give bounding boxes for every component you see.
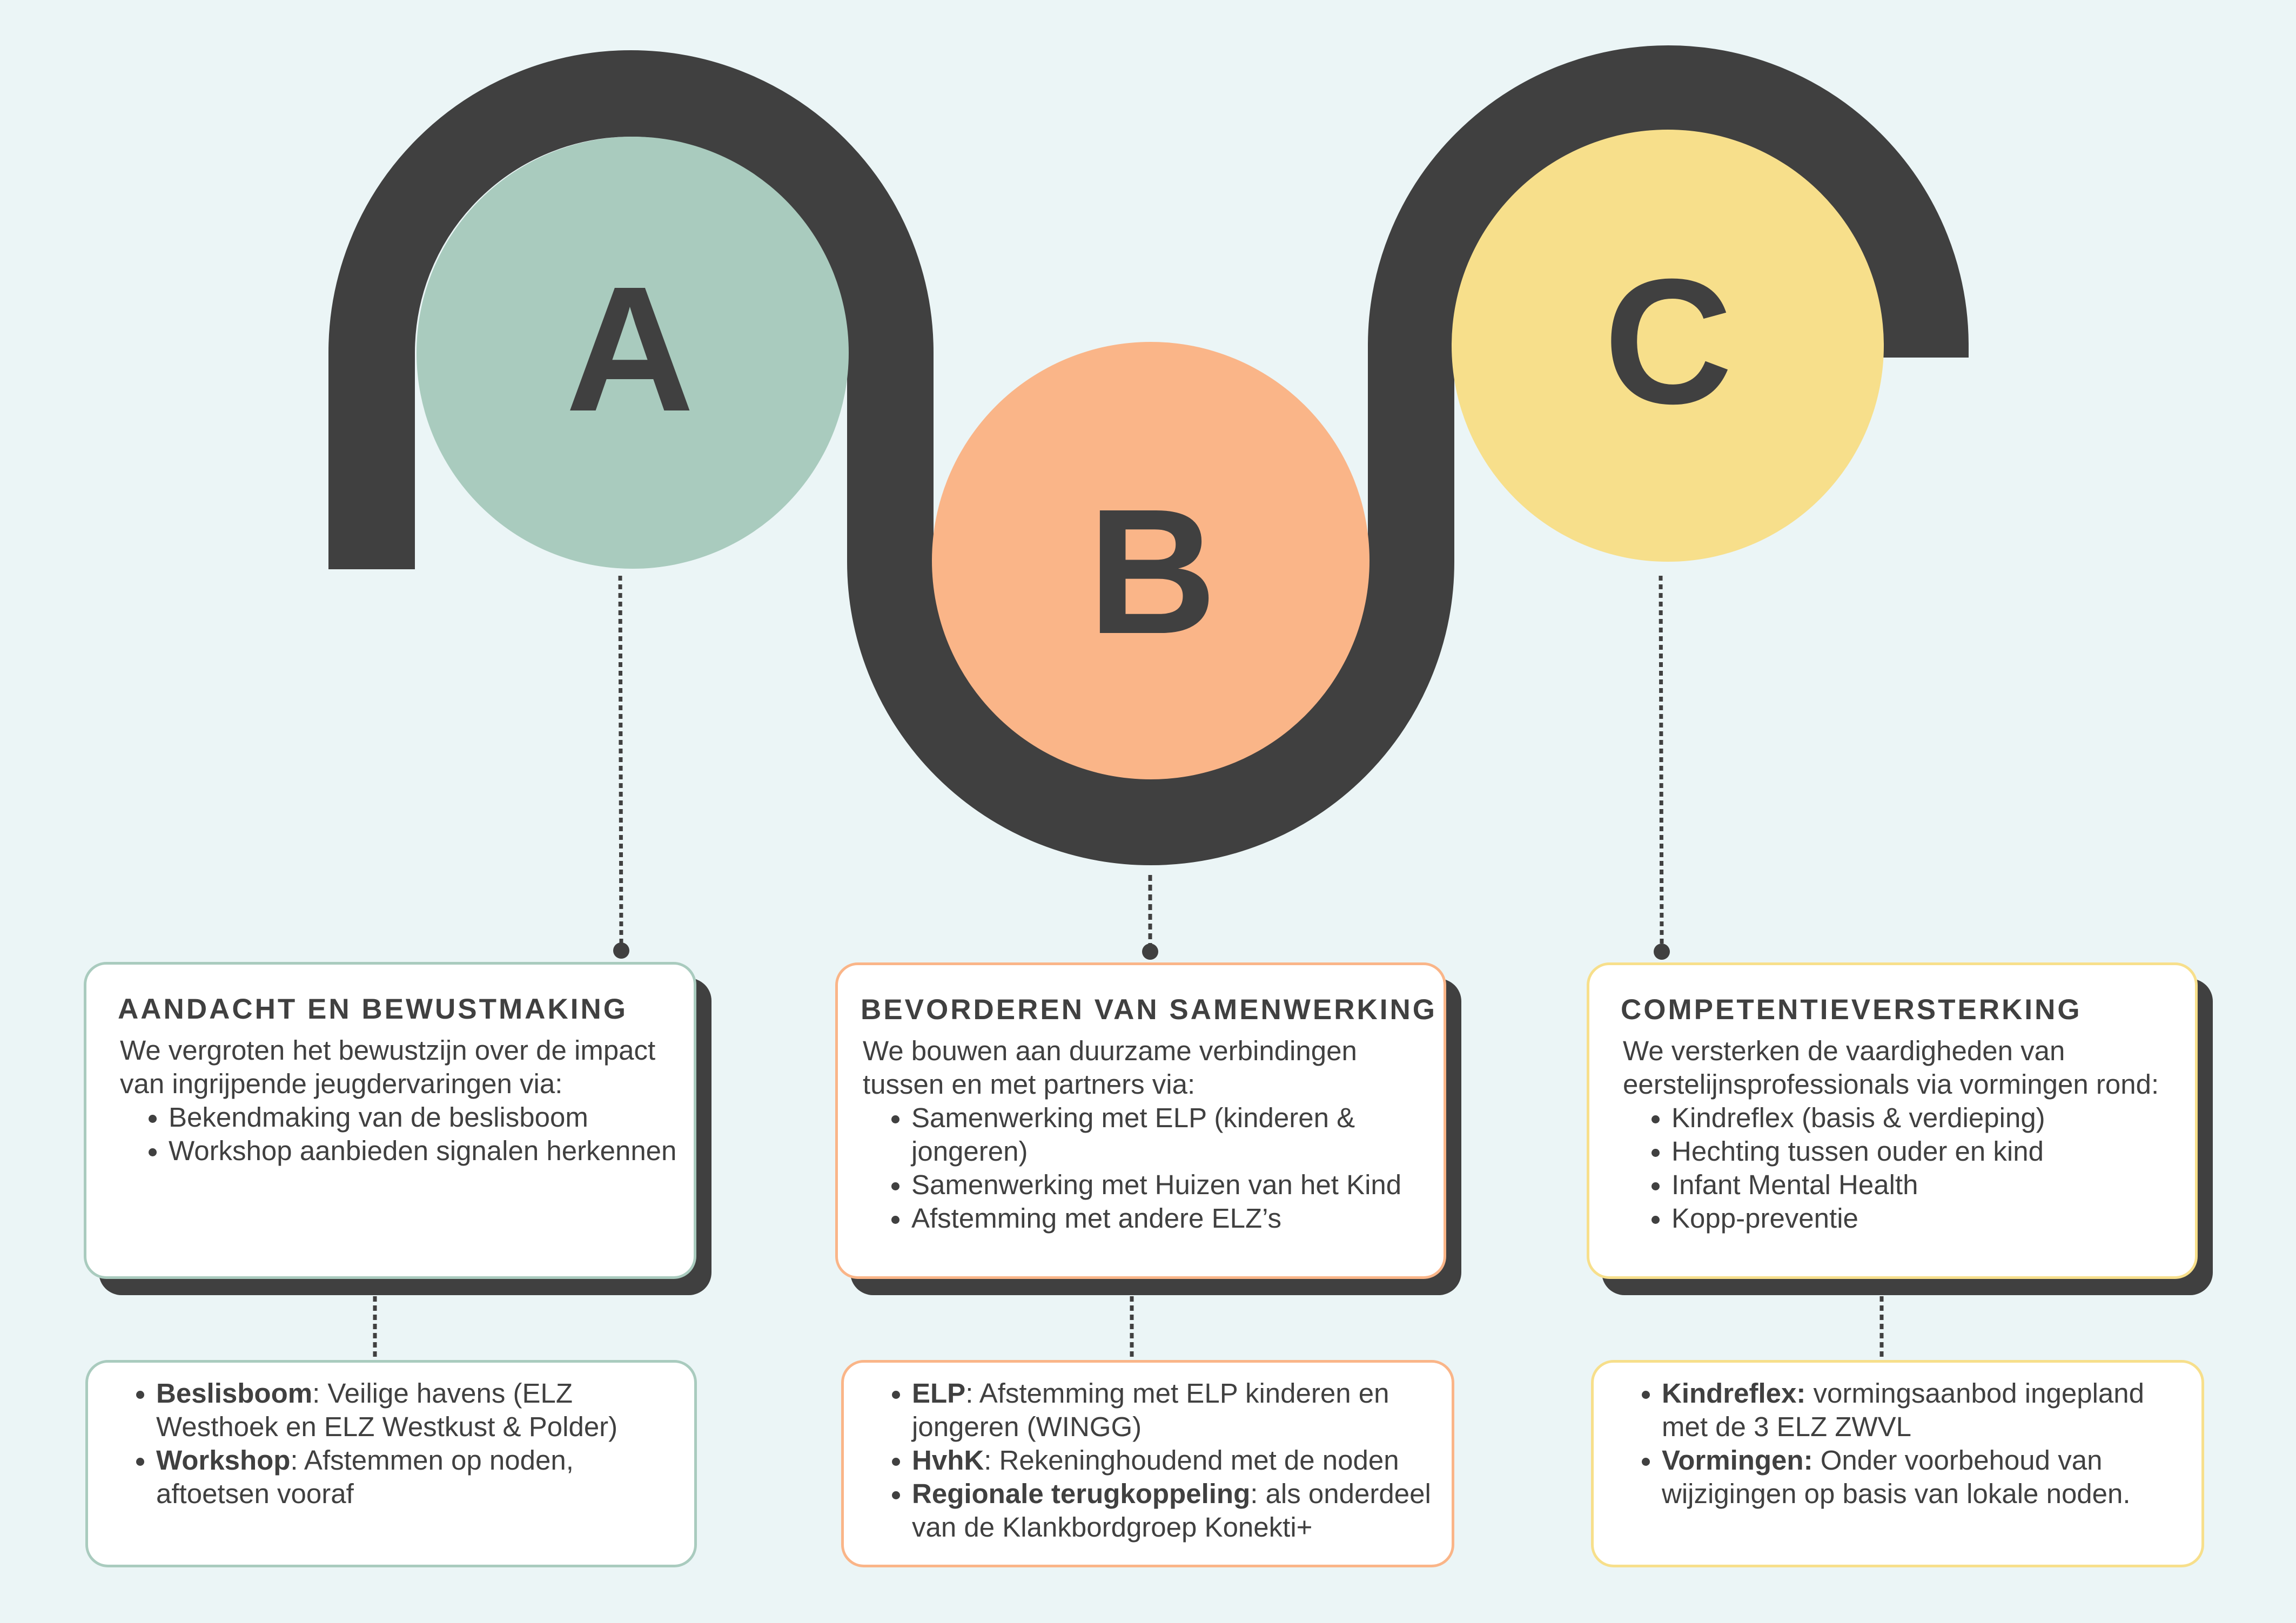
detail-label: Kindreflex:: [1662, 1378, 1806, 1409]
detail-card-c: Kindreflex: vormingsaanbod ingepland met…: [1591, 1360, 2204, 1567]
circle-a-letter: A: [566, 249, 694, 448]
card-b-title: BEVORDEREN VAN SAMENWERKING: [861, 994, 1437, 1026]
detail-c-body: Kindreflex: vormingsaanbod ingepland met…: [1608, 1377, 2191, 1511]
detail-text: : Afstemming met ELP kinderen en jongere…: [912, 1378, 1389, 1442]
list-item: Beslisboom: Veilige havens (ELZ Westhoek…: [156, 1377, 683, 1444]
card-aandacht: AANDACHT EN BEWUSTMAKING We vergroten he…: [84, 962, 696, 1279]
detail-label: HvhK: [912, 1445, 984, 1476]
card-a-intro: We vergroten het bewustzijn over de impa…: [120, 1035, 656, 1099]
card-competentie: COMPETENTIEVERSTERKING We versterken de …: [1587, 962, 2198, 1279]
list-item: Kindreflex (basis & verdieping): [1671, 1101, 2184, 1135]
card-b-body: We bouwen aan duurzame verbindingen tuss…: [863, 1034, 1433, 1235]
list-item: Vormingen: Onder voorbehoud van wijzigin…: [1662, 1444, 2191, 1511]
circle-b-letter: B: [1088, 472, 1217, 671]
connector-a-dot: [613, 942, 629, 959]
list-item: Regionale terugkoppeling: als onderdeel …: [912, 1477, 1441, 1544]
card-c-body: We versterken de vaardigheden van eerste…: [1623, 1034, 2184, 1235]
circle-b: [932, 342, 1369, 779]
circle-c-letter: C: [1604, 241, 1733, 441]
connector-a: [618, 575, 623, 946]
detail-a-list: Beslisboom: Veilige havens (ELZ Westhoek…: [102, 1377, 683, 1511]
list-item: Bekendmaking van de beslisboom: [169, 1101, 683, 1134]
card-c-intro: We versterken de vaardigheden van eerste…: [1623, 1035, 2159, 1100]
card-b-intro: We bouwen aan duurzame verbindingen tuss…: [863, 1035, 1357, 1100]
connector-c-dot: [1654, 944, 1670, 960]
detail-label: ELP: [912, 1378, 966, 1409]
card-b-list: Samenwerking met ELP (kinderen & jongere…: [863, 1101, 1433, 1235]
detail-c-list: Kindreflex: vormingsaanbod ingepland met…: [1608, 1377, 2191, 1511]
detail-text: : als onderdeel van de Klankbordgroep Ko…: [912, 1478, 1431, 1543]
circle-a: [417, 137, 849, 569]
card-a-list: Bekendmaking van de beslisboom Workshop …: [120, 1101, 683, 1168]
serpentine-track: [328, 45, 1969, 865]
list-item: Kindreflex: vormingsaanbod ingepland met…: [1662, 1377, 2191, 1444]
card-samenwerking: BEVORDEREN VAN SAMENWERKING We bouwen aa…: [835, 962, 1446, 1279]
detail-label: Regionale terugkoppeling: [912, 1478, 1251, 1509]
list-item: Samenwerking met Huizen van het Kind: [911, 1168, 1433, 1202]
detail-card-b: ELP: Afstemming met ELP kinderen en jong…: [841, 1360, 1454, 1567]
detail-card-a: Beslisboom: Veilige havens (ELZ Westhoek…: [85, 1360, 697, 1567]
detail-text: vormingsaanbod ingepland met de 3 ELZ ZW…: [1662, 1378, 2145, 1442]
list-item: HvhK: Rekeninghoudend met de noden: [912, 1444, 1441, 1477]
card-c-list: Kindreflex (basis & verdieping) Hechting…: [1623, 1101, 2184, 1235]
connector-b-dot: [1142, 944, 1158, 960]
detail-text: : Rekeninghoudend met de noden: [984, 1445, 1399, 1476]
detail-text: : Veilige havens (ELZ Westhoek en ELZ We…: [156, 1378, 618, 1442]
detail-label: Workshop: [156, 1445, 291, 1476]
list-item: Kopp-preventie: [1671, 1202, 2184, 1235]
detail-label: Beslisboom: [156, 1378, 313, 1409]
list-item: Infant Mental Health: [1671, 1168, 2184, 1202]
detail-b-list: ELP: Afstemming met ELP kinderen en jong…: [858, 1377, 1441, 1544]
list-item: ELP: Afstemming met ELP kinderen en jong…: [912, 1377, 1441, 1444]
connector-c: [1659, 575, 1664, 946]
list-item: Afstemming met andere ELZ’s: [911, 1202, 1433, 1235]
list-item: Workshop aanbieden signalen herkennen: [169, 1134, 683, 1168]
detail-label: Vormingen:: [1662, 1445, 1813, 1476]
detail-b-body: ELP: Afstemming met ELP kinderen en jong…: [858, 1377, 1441, 1544]
detail-a-body: Beslisboom: Veilige havens (ELZ Westhoek…: [102, 1377, 683, 1511]
card-a-title: AANDACHT EN BEWUSTMAKING: [118, 993, 628, 1025]
detail-text: : Afstemmen op noden, aftoetsen vooraf: [156, 1445, 574, 1509]
card-a-body: We vergroten het bewustzijn over de impa…: [120, 1034, 683, 1168]
list-item: Workshop: Afstemmen op noden, aftoetsen …: [156, 1444, 683, 1511]
list-item: Hechting tussen ouder en kind: [1671, 1135, 2184, 1168]
detail-text: Onder voorbehoud van wijzigingen op basi…: [1662, 1445, 2131, 1509]
card-c-title: COMPETENTIEVERSTERKING: [1621, 994, 2082, 1026]
list-item: Samenwerking met ELP (kinderen & jongere…: [911, 1101, 1433, 1168]
circle-c: [1452, 130, 1884, 562]
